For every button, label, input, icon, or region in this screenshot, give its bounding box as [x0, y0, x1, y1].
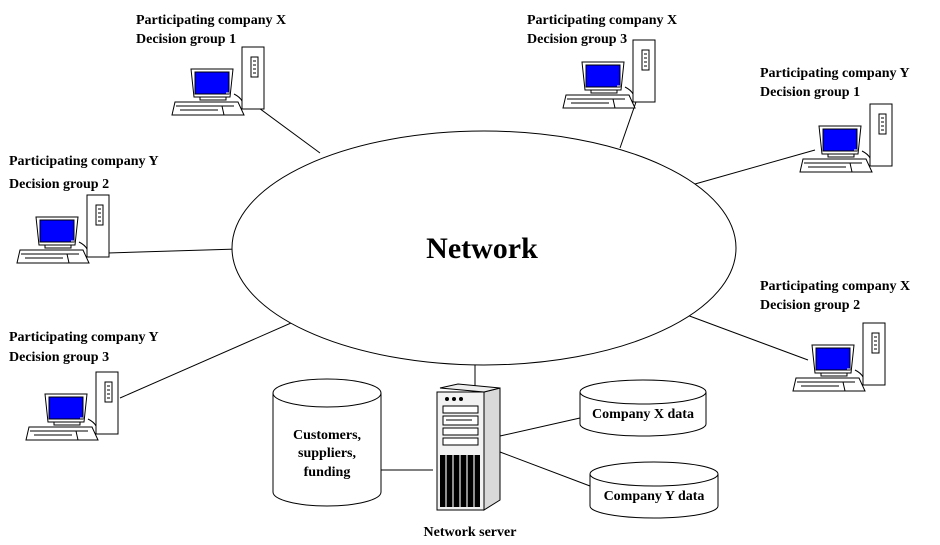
- desktop-computer-icon: [171, 46, 265, 116]
- database-company-y: Company Y data: [589, 461, 719, 519]
- link-x-group3: [619, 101, 637, 149]
- connection-lines: [107, 99, 816, 487]
- group-label: Decision group 1: [760, 85, 860, 100]
- database-line: suppliers,: [298, 446, 356, 461]
- group-label: Decision group 3: [9, 350, 109, 365]
- desktop-computer-icon: [16, 194, 110, 264]
- network-ellipse: [231, 130, 737, 366]
- link-y-group3: [119, 315, 308, 399]
- company-label: Participating company X: [527, 13, 677, 28]
- link-x-group2: [667, 307, 809, 361]
- group-label: Decision group 2: [9, 177, 109, 192]
- workstation-label-y-group3: Participating company Y Decision group 3: [9, 330, 159, 365]
- desktop-computer-icon: [562, 39, 656, 109]
- company-label: Participating company X: [136, 13, 286, 28]
- database-line: Company Y data: [604, 489, 705, 504]
- database-line: Customers,: [293, 428, 361, 443]
- server-tower-icon: [436, 383, 501, 511]
- group-label: Decision group 1: [136, 32, 236, 47]
- group-label: Decision group 3: [527, 32, 627, 47]
- workstation-label-x-group2: Participating company X Decision group 2: [760, 279, 910, 313]
- company-label: Participating company Y: [9, 154, 159, 169]
- workstation-label-y-group2: Participating company Y Decision group 2: [9, 154, 159, 192]
- database-line: Company X data: [592, 407, 694, 422]
- group-label: Decision group 2: [760, 298, 860, 313]
- company-label: Participating company Y: [760, 66, 910, 81]
- database-company-x: Company X data: [579, 379, 707, 437]
- company-label: Participating company X: [760, 279, 910, 294]
- link-y-group2: [107, 248, 239, 254]
- company-label: Participating company Y: [9, 330, 159, 345]
- workstation-label-x-group3: Participating company X Decision group 3: [527, 13, 677, 47]
- database-customers: Customers, suppliers, funding: [272, 378, 382, 507]
- link-y-group1: [694, 149, 816, 185]
- link-db-company-x: [499, 417, 581, 437]
- desktop-computer-icon: [792, 322, 886, 392]
- workstation-label-y-group1: Participating company Y Decision group 1: [760, 66, 910, 100]
- desktop-computer-icon: [799, 103, 893, 173]
- database-line: funding: [304, 465, 351, 480]
- server-label: Network server: [424, 525, 517, 540]
- workstation-label-x-group1: Participating company X Decision group 1: [136, 13, 286, 47]
- network-label: Network: [426, 232, 538, 265]
- link-db-company-y: [499, 451, 591, 487]
- desktop-computer-icon: [25, 371, 119, 441]
